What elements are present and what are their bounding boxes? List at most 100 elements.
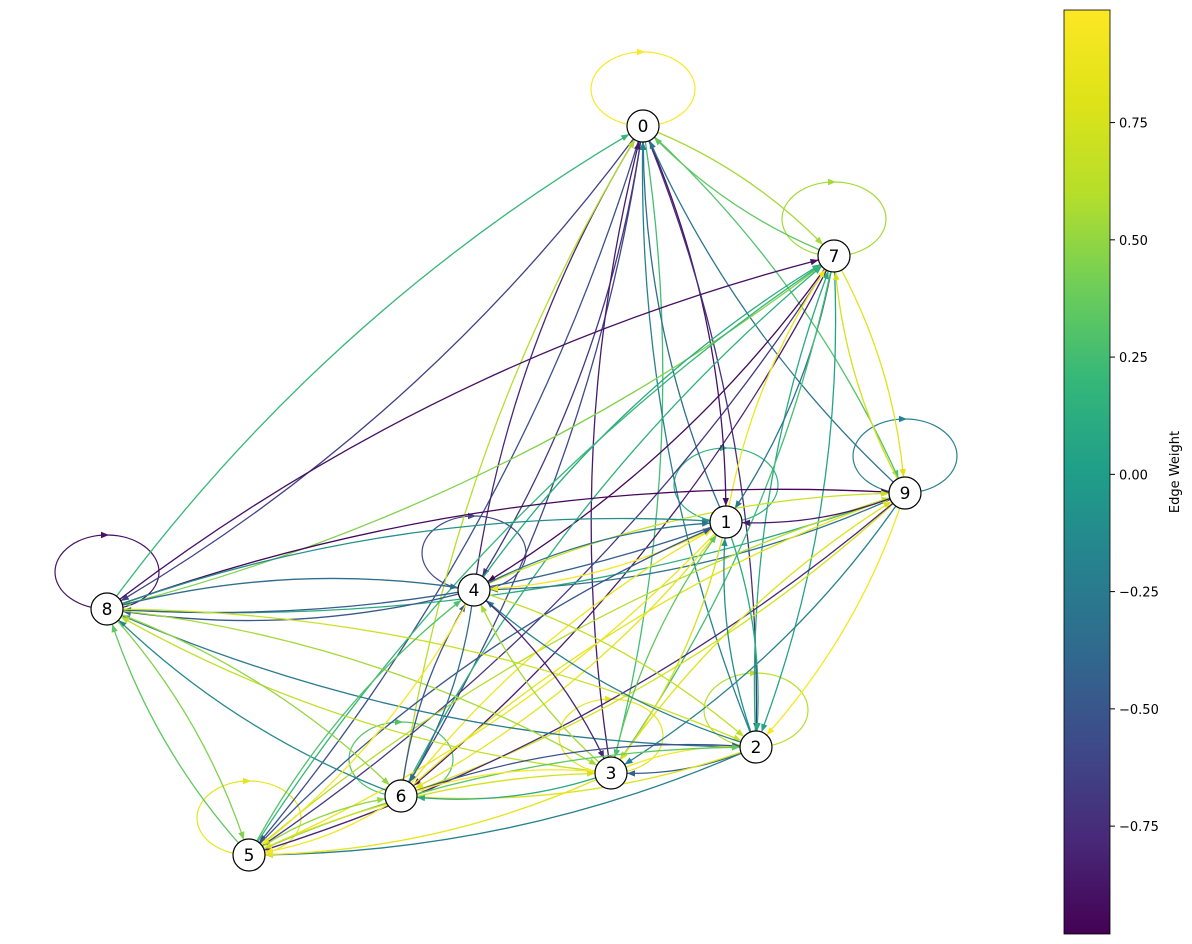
self-loops [54, 48, 958, 856]
node-8: 8 [90, 592, 124, 626]
edge-4-2 [489, 594, 745, 738]
edge-8-7 [119, 258, 819, 600]
edge-5-1 [259, 527, 712, 844]
edge-9-0 [648, 140, 894, 483]
edge-8-2 [122, 608, 742, 742]
node-circle [626, 109, 660, 143]
node-circle [232, 838, 266, 872]
edge-7-0 [653, 136, 820, 251]
node-label: 4 [469, 581, 480, 601]
edge-0-1 [648, 140, 729, 507]
edge-2-7 [753, 270, 830, 732]
node-circle [594, 756, 628, 790]
edge-6-3 [416, 767, 596, 792]
node-circle [457, 573, 491, 607]
edge-2-3 [626, 752, 742, 777]
colorbar-label: Edge Weight [1168, 431, 1183, 513]
node-circle [888, 476, 922, 510]
edge-5-8 [111, 623, 239, 844]
edge-9-6 [415, 503, 894, 792]
edge-4-5 [261, 603, 467, 846]
colorbar-tick-label: 0.00 [1119, 468, 1148, 483]
colorbar-tick-label: 0.50 [1119, 234, 1148, 249]
edge-9-2 [766, 507, 901, 736]
node-4: 4 [457, 573, 491, 607]
node-9: 9 [888, 476, 922, 510]
edge-0-3 [613, 141, 664, 758]
colorbar-tick-label: 0.75 [1119, 117, 1148, 132]
node-2: 2 [739, 730, 773, 764]
edge-8-4 [122, 577, 459, 606]
colorbar-tick-label: 0.25 [1119, 351, 1148, 366]
edge-3-6 [416, 777, 596, 802]
edge-9-1 [741, 497, 891, 527]
edge-8-6 [121, 614, 390, 786]
edge-7-9 [840, 269, 906, 478]
edge-8-3 [122, 610, 598, 766]
edge-4-8 [122, 593, 459, 622]
edge-6-7 [407, 265, 823, 783]
node-label: 6 [396, 787, 407, 807]
node-circle [817, 239, 851, 273]
nodes: 0 1 2 3 4 5 6 7 8 9 [90, 109, 922, 872]
node-circle [90, 592, 124, 626]
node-label: 9 [900, 484, 911, 504]
edge-2-0 [639, 141, 751, 733]
edge-3-1 [614, 534, 718, 758]
node-0: 0 [626, 109, 660, 143]
colorbar-tick-label: −0.75 [1119, 820, 1159, 835]
node-3: 3 [594, 756, 628, 790]
node-6: 6 [384, 779, 418, 813]
colorbar-ticks: 0.75 0.50 0.25 0.00 −0.25 −0.50 −0.75 [1110, 117, 1159, 835]
edge-3-9 [619, 500, 892, 761]
edge-3-0 [590, 141, 641, 758]
node-circle [384, 779, 418, 813]
edge-5-3 [263, 770, 596, 850]
edge-2-4 [485, 599, 741, 743]
edge-4-6 [408, 605, 473, 783]
node-label: 7 [829, 247, 840, 267]
node-circle [739, 730, 773, 764]
edge-2-1 [721, 537, 752, 733]
edge-3-4 [480, 604, 600, 763]
edges [111, 131, 906, 858]
edge-1-6 [414, 534, 717, 789]
edge-8-5 [117, 620, 245, 841]
colorbar-tick-label: −0.25 [1119, 586, 1159, 601]
node-label: 0 [638, 117, 649, 137]
node-label: 1 [721, 513, 732, 533]
colorbar: 0.75 0.50 0.25 0.00 −0.25 −0.50 −0.75 Edge Wei… [1063, 9, 1183, 935]
edge-6-8 [118, 619, 387, 791]
node-label: 8 [102, 600, 113, 620]
node-7: 7 [817, 239, 851, 273]
edge-4-1 [488, 520, 711, 584]
edge-0-7 [657, 131, 824, 246]
node-label: 2 [751, 738, 762, 758]
edge-1-4 [489, 528, 712, 592]
colorbar-gradient [1063, 9, 1111, 935]
node-5: 5 [232, 838, 266, 872]
edge-9-5 [264, 502, 894, 851]
edge-8-1 [121, 517, 711, 605]
edge-9-7 [833, 271, 899, 480]
edge-7-8 [122, 265, 822, 607]
edge-5-6 [262, 796, 386, 847]
edge-6-5 [264, 804, 388, 855]
edge-9-3 [624, 505, 897, 766]
edge-5-4 [256, 599, 462, 842]
edge-1-2 [730, 536, 761, 732]
edge-7-1 [734, 271, 832, 510]
edge-0-5 [258, 141, 639, 844]
edge-7-2 [760, 271, 837, 733]
edge-4-9 [488, 490, 890, 585]
edge-6-4 [402, 603, 467, 781]
node-circle [709, 505, 743, 539]
colorbar-tick-label: −0.50 [1119, 703, 1159, 718]
node-label: 5 [244, 846, 255, 866]
edge-0-8 [120, 138, 634, 602]
node-1: 1 [709, 505, 743, 539]
edge-1-7 [728, 268, 826, 507]
node-label: 3 [606, 764, 617, 784]
edge-8-0 [116, 133, 630, 597]
